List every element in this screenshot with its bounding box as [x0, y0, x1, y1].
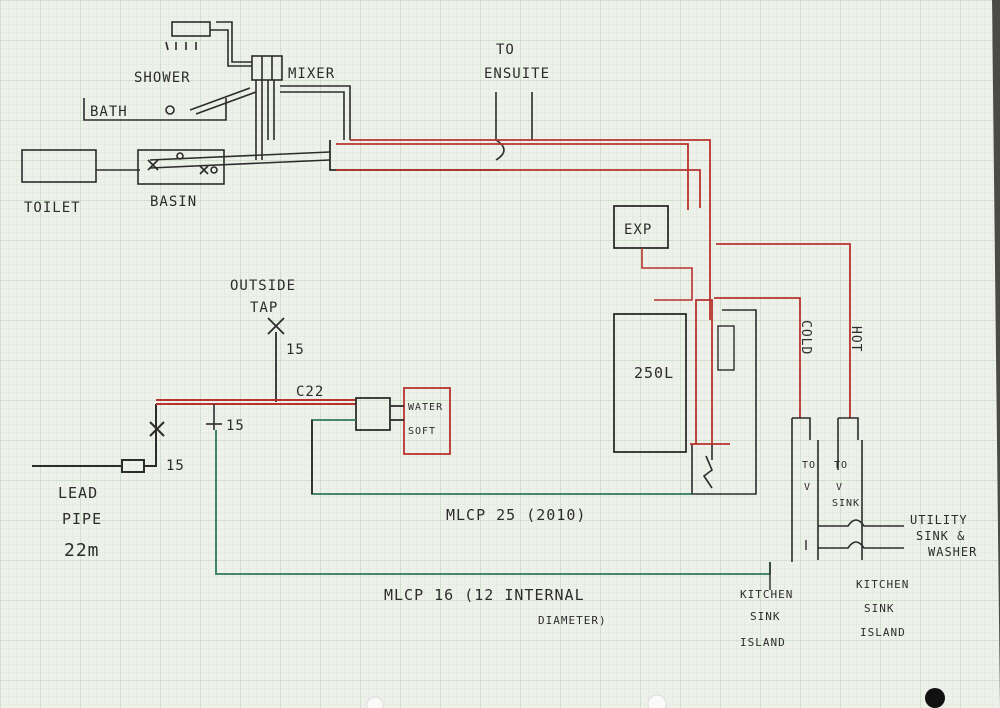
lead-label: LEAD — [58, 484, 98, 502]
tap-label: TAP — [250, 300, 278, 316]
outside-label: OUTSIDE — [230, 278, 296, 294]
shower-label: SHOWER — [134, 70, 191, 86]
punch-hole — [925, 688, 945, 708]
soft-label: SOFT — [408, 426, 436, 437]
shower-fixture — [165, 21, 252, 67]
lead-size-label: 15 — [166, 458, 185, 474]
punch-hole-faint-2 — [366, 696, 384, 708]
sink-v2-label: SINK — [832, 498, 860, 509]
mixer-valve — [251, 55, 351, 160]
kitchen-sink-2-sink: SINK — [864, 602, 895, 615]
pipe-label: PIPE — [62, 510, 102, 528]
toilet-label: TOILET — [24, 200, 81, 216]
exp-connection — [641, 248, 693, 301]
tap-size-label: 15 — [286, 342, 305, 358]
bath-label: BATH — [90, 104, 128, 120]
ensuite-pipes — [495, 92, 533, 161]
ensuite-label: ENSUITE — [484, 66, 550, 82]
exp-label: EXP — [624, 222, 652, 238]
basin-label: BASIN — [150, 194, 197, 210]
sink-washer-label: SINK & — [916, 529, 965, 543]
mlcp25-label: MLCP 25 (2010) — [446, 506, 586, 524]
to-v1-label: TO — [802, 460, 816, 471]
diameter-label: DIAMETER) — [538, 614, 607, 627]
mlcp16-label: MLCP 16 (12 INTERNAL — [384, 586, 585, 604]
kitchen-sink-2-label: KITCHEN — [856, 578, 909, 591]
lead-length-label: 22m — [64, 540, 100, 561]
cylinder-label: 250L — [634, 364, 674, 382]
lead-pipe — [32, 404, 165, 473]
mixer-label: MIXER — [288, 66, 335, 82]
outside-tap — [267, 317, 285, 402]
utility-label: UTILITY — [910, 513, 968, 527]
hot-water-cylinder — [613, 309, 757, 495]
kitchen-sink-1-label: KITCHEN — [740, 588, 793, 601]
to-ensuite-label: TO — [496, 42, 515, 58]
c22-label: C22 — [296, 384, 324, 400]
kitchen-sink-legs — [769, 540, 807, 590]
expansion-vessel — [613, 205, 669, 249]
stop-valve-size-label: 15 — [226, 418, 245, 434]
to-v2-label: TO — [834, 460, 848, 471]
basin-fixture — [137, 149, 331, 185]
c22-main — [156, 399, 356, 405]
utility-branch — [818, 519, 904, 549]
stop-valve-15 — [206, 404, 222, 430]
kitchen-sink-2-island: ISLAND — [860, 626, 906, 639]
cold-hot-drops — [791, 417, 863, 562]
kitchen-sink-1-sink: SINK — [750, 610, 781, 623]
cylinder-hot-feed — [690, 243, 851, 445]
bath-fixture — [83, 87, 257, 121]
cold-label: COLD — [798, 320, 813, 355]
v-v1-label: V — [804, 482, 811, 493]
water-softener — [311, 387, 692, 495]
punch-hole-faint — [647, 694, 667, 708]
hot-label: HOT — [848, 326, 863, 352]
v-v2-label: V — [836, 482, 843, 493]
washer-label: WASHER — [928, 545, 977, 559]
bathroom-supply-run — [329, 139, 711, 320]
water-label: WATER — [408, 402, 443, 413]
toilet-fixture — [21, 149, 140, 183]
kitchen-sink-1-island: ISLAND — [740, 636, 786, 649]
